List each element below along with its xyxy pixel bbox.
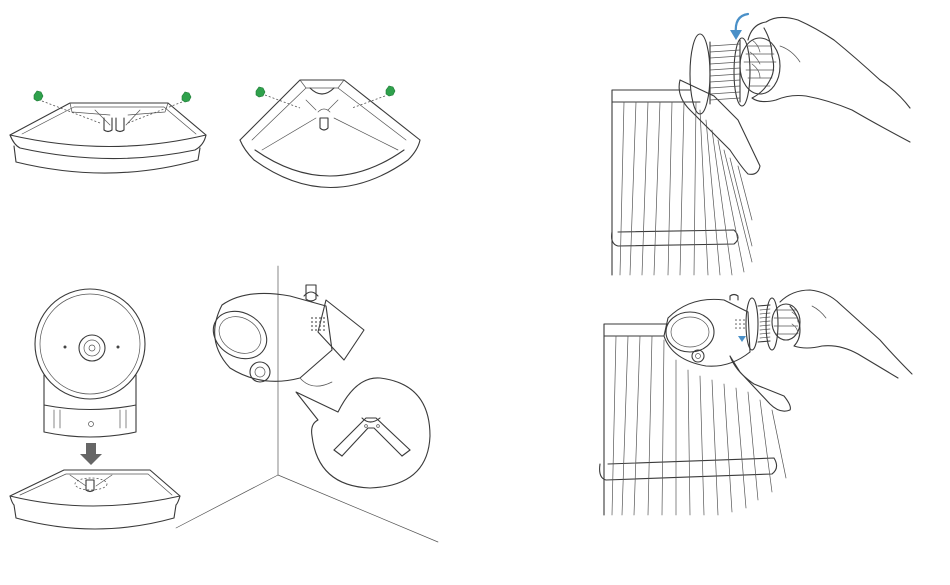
- clamp-mounted-panel: [600, 290, 912, 515]
- screw-icon: [256, 87, 265, 97]
- clamp-thread: [758, 305, 770, 342]
- clamp-tighten-panel: [612, 14, 910, 275]
- camera-lens-icon: [692, 350, 704, 362]
- screw-icon: [182, 92, 191, 102]
- camera-onto-mount-panel: [10, 289, 180, 529]
- camera-in-corner-panel: [176, 266, 438, 542]
- camera-lens-icon: [250, 362, 270, 382]
- hand-icon: [748, 17, 910, 108]
- camera-lens-icon: [79, 335, 105, 361]
- shelf-mount-top-panel: [240, 80, 420, 188]
- screw-icon: [386, 86, 395, 96]
- arrow-down-icon: [80, 443, 102, 465]
- crib-slats: [612, 336, 786, 515]
- screw-guide-line: [42, 101, 100, 123]
- screw-icon: [34, 91, 43, 101]
- camera-head: [35, 289, 145, 399]
- screw-guide-line: [352, 96, 385, 108]
- speaker-grille: [311, 317, 325, 331]
- shelf-mount-angled-panel: [10, 91, 206, 173]
- crib-slats: [620, 102, 752, 275]
